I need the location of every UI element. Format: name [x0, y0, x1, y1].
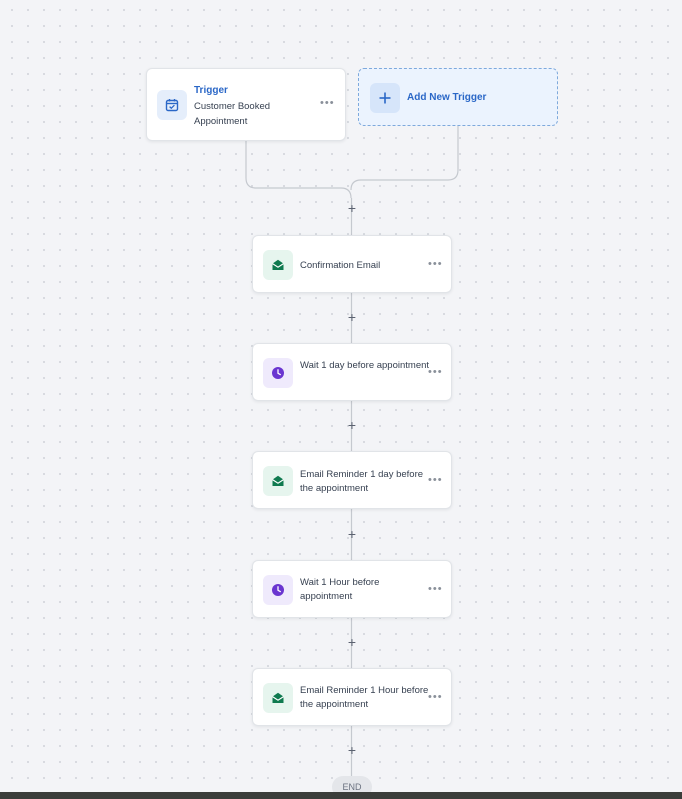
clock-icon — [263, 358, 293, 388]
add-step-button[interactable]: + — [347, 309, 357, 325]
add-step-button[interactable]: + — [347, 526, 357, 542]
step-card-email-reminder-1-hour[interactable]: Email Reminder 1 Hour before the appoint… — [252, 668, 452, 726]
step-card-confirmation-email[interactable]: Confirmation Email ••• — [252, 235, 452, 293]
add-step-button[interactable]: + — [347, 742, 357, 758]
step-label: Wait 1 day before appointment — [300, 360, 430, 371]
step-card-email-reminder-1-day[interactable]: Email Reminder 1 day before the appointm… — [252, 451, 452, 509]
step-label: Email Reminder 1 day before the appointm… — [300, 469, 424, 494]
add-step-button[interactable]: + — [347, 417, 357, 433]
clock-icon — [263, 575, 293, 605]
email-icon — [263, 466, 293, 496]
trigger-menu-icon[interactable]: ••• — [320, 97, 335, 109]
email-icon — [263, 250, 293, 280]
add-new-trigger-button[interactable]: Add New Trigger — [358, 68, 558, 126]
trigger-subtitle: Customer Booked Appointment — [194, 101, 271, 127]
add-trigger-connector — [350, 126, 459, 191]
bottom-edge-bar — [0, 792, 682, 799]
add-new-trigger-label: Add New Trigger — [407, 92, 487, 103]
step-menu-icon[interactable]: ••• — [428, 258, 443, 270]
plus-icon — [370, 83, 400, 113]
calendar-check-icon — [157, 90, 187, 120]
trigger-connector — [245, 141, 352, 199]
trigger-card[interactable]: Trigger Customer Booked Appointment ••• — [146, 68, 346, 141]
step-card-wait-1-day[interactable]: Wait 1 day before appointment ••• — [252, 343, 452, 401]
add-step-button[interactable]: + — [347, 634, 357, 650]
step-label: Wait 1 Hour before appointment — [300, 577, 380, 602]
add-step-button[interactable]: + — [347, 200, 357, 216]
trigger-title: Trigger — [194, 85, 228, 96]
step-menu-icon[interactable]: ••• — [428, 366, 443, 378]
step-menu-icon[interactable]: ••• — [428, 474, 443, 486]
email-icon — [263, 683, 293, 713]
step-label: Email Reminder 1 Hour before the appoint… — [300, 685, 429, 710]
step-menu-icon[interactable]: ••• — [428, 691, 443, 703]
step-label: Confirmation Email — [300, 260, 381, 271]
step-card-wait-1-hour[interactable]: Wait 1 Hour before appointment ••• — [252, 560, 452, 618]
step-menu-icon[interactable]: ••• — [428, 583, 443, 595]
